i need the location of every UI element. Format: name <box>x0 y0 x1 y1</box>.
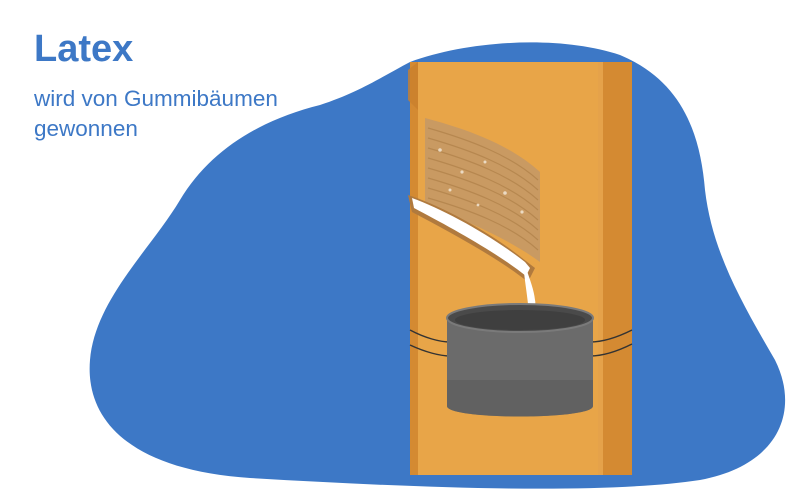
bark-cut <box>425 118 540 262</box>
collection-cup <box>446 303 594 417</box>
subtitle-line-1: wird von Gummibäumen <box>34 86 278 111</box>
page-subtitle: wird von Gummibäumen gewonnen <box>34 84 278 144</box>
page-title: Latex <box>34 28 134 70</box>
subtitle-line-2: gewonnen <box>34 116 138 141</box>
